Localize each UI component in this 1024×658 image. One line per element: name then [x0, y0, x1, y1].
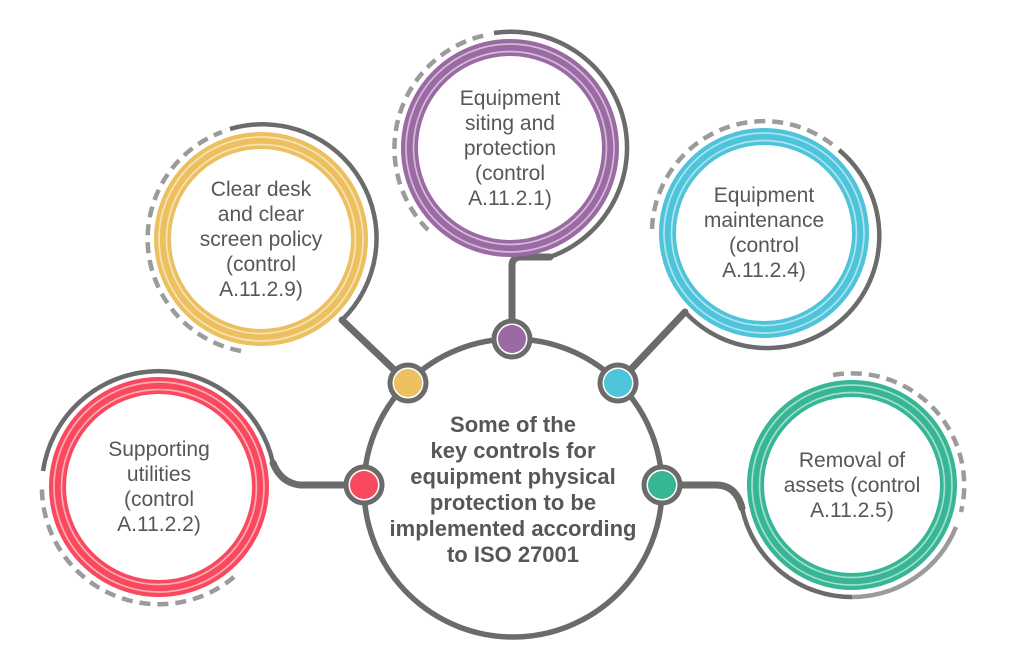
connector-equipment-siting: [508, 253, 554, 343]
dot-fill: [394, 369, 422, 397]
ring-highlight-inner: [165, 143, 357, 335]
ring-highlight-inner: [60, 388, 258, 586]
solid-arc-supporting-utilities: [40, 368, 276, 472]
ring-highlight-outer: [158, 136, 364, 342]
dashed-arc-supporting-utilities: [39, 482, 236, 607]
solid-arc-equipment-maintenance: [683, 148, 882, 351]
solid-arc-removal-of-assets: [739, 507, 853, 600]
dot-fill: [648, 471, 676, 499]
node-inner-equipment-siting: [418, 56, 602, 240]
dot-removal-of-assets: [641, 464, 683, 506]
ring-highlight-outer: [663, 132, 865, 334]
node-inner-removal-of-assets: [764, 397, 940, 573]
dot-fill: [604, 369, 632, 397]
node-ring-equipment-siting: [401, 39, 619, 257]
node-equipment-siting: [401, 39, 619, 257]
node-inner-clear-desk: [171, 149, 351, 329]
node-inner-supporting-utilities: [66, 394, 252, 580]
dot-fill: [498, 325, 526, 353]
ring-highlight-outer: [405, 43, 615, 253]
node-label-equipment-siting: Equipment siting and protection (control…: [459, 86, 561, 210]
solid-arc-equipment-siting: [493, 29, 630, 260]
ring-highlight-inner: [758, 391, 946, 579]
node-ring-removal-of-assets: [747, 380, 957, 590]
connector-removal-of-assets: [658, 481, 746, 512]
node-ring-clear-desk: [154, 132, 368, 346]
node-ring-supporting-utilities: [49, 377, 269, 597]
dot-supporting-utilities: [343, 464, 385, 506]
ring-highlight-inner: [670, 139, 858, 327]
dashed-arc-clear-desk: [145, 129, 242, 354]
node-label-removal-of-assets: Removal of assets (control A.11.2.5): [783, 448, 921, 522]
dashed-arc-removal-of-assets: [832, 371, 967, 513]
dot-equipment-siting: [491, 318, 533, 360]
node-clear-desk: [154, 132, 368, 346]
node-supporting-utilities: [49, 377, 269, 597]
ring-highlight-outer: [751, 384, 953, 586]
node-label-supporting-utilities: Supporting utilities (control A.11.2.2): [108, 438, 210, 536]
central-circle-label: Some of the key controls for equipment p…: [389, 412, 637, 567]
node-label-equipment-maintenance: Equipment maintenance (control A.11.2.4): [703, 184, 825, 282]
ring-highlight-inner: [412, 50, 608, 246]
node-inner-equipment-maintenance: [676, 145, 852, 321]
solid-light-arc-removal-of-assets: [851, 526, 959, 600]
node-label-clear-desk: Clear desk and clear screen policy (cont…: [199, 177, 323, 301]
solid-arc-clear-desk: [229, 122, 379, 322]
dot-clear-desk: [387, 362, 429, 404]
dot-fill: [350, 471, 378, 499]
node-removal-of-assets: [747, 380, 957, 590]
ring-highlight-outer: [53, 381, 265, 593]
dot-equipment-maintenance: [597, 362, 639, 404]
connector-supporting-utilities: [269, 459, 368, 489]
node-ring-equipment-maintenance: [659, 128, 869, 338]
node-equipment-maintenance: [659, 128, 869, 338]
